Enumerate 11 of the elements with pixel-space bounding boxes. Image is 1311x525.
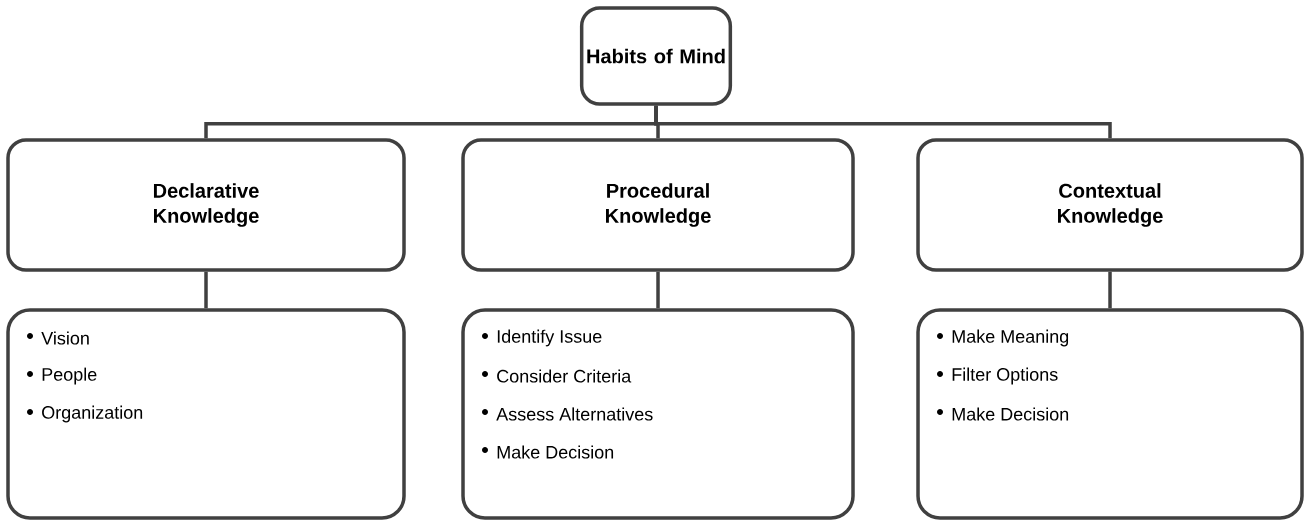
list-box: Make Meaning Filter Options Make Decision: [916, 308, 1304, 520]
concept-box: Contextual Knowledge: [916, 138, 1304, 272]
connector-line: [656, 271, 660, 309]
concept-box: Procedural Knowledge: [461, 138, 855, 272]
connector-line: [1108, 271, 1112, 309]
list-box: Identify Issue Consider Criteria Assess Alternatives Make Decision: [461, 308, 855, 520]
connector-line: [654, 105, 1112, 139]
concept-box: Habits of Mind: [579, 6, 733, 106]
concept-box: Declarative Knowledge: [6, 138, 406, 272]
connector-line: [204, 271, 208, 309]
list-box: Vision People Organization: [6, 308, 406, 520]
